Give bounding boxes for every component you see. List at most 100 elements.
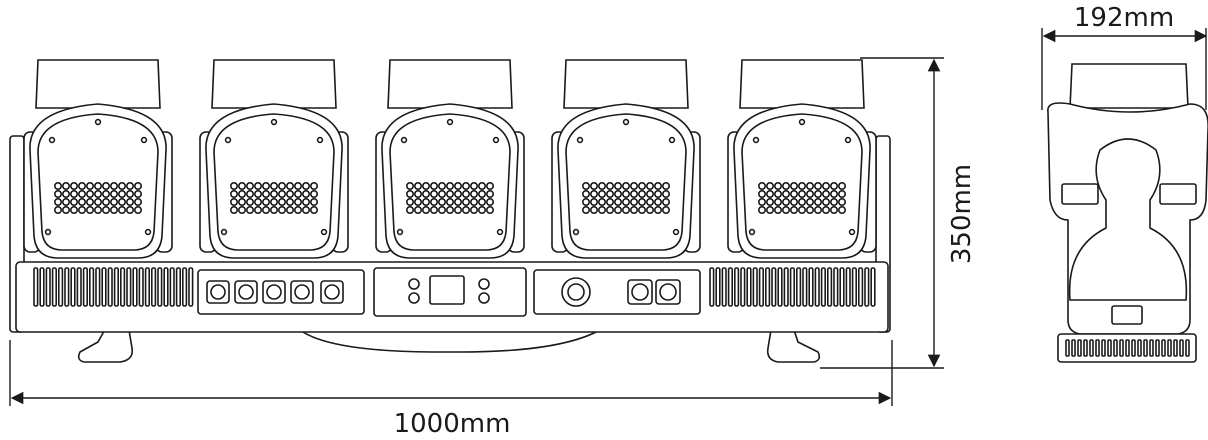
led-lens (61, 182, 70, 191)
led-lens (597, 190, 606, 199)
led-lens (94, 206, 103, 215)
heatsink-fin (851, 267, 857, 307)
heatsink-fin (182, 267, 188, 307)
led-lens (437, 190, 446, 199)
led-lens (789, 198, 798, 207)
led-lens (797, 182, 806, 191)
side-base-fin (1161, 339, 1166, 357)
led-lens (301, 198, 310, 207)
led-lens (461, 182, 470, 191)
led-lens (805, 206, 814, 215)
heatsink-fin (82, 267, 88, 307)
led-lens (134, 190, 143, 199)
down-button (478, 292, 490, 304)
led-lens (469, 206, 478, 215)
led-lens (613, 198, 622, 207)
led-lens (61, 190, 70, 199)
led-lens (589, 190, 598, 199)
led-lens (621, 190, 630, 199)
led-lens (789, 206, 798, 215)
screw (320, 228, 328, 236)
head-top-housing (563, 59, 689, 109)
heatsink-fin (740, 267, 746, 307)
head-top-housing (739, 59, 865, 109)
led-lens (437, 182, 446, 191)
led-lens (134, 198, 143, 207)
heatsink-fin (101, 267, 107, 307)
led-lens (597, 182, 606, 191)
heatsink-fin (144, 267, 151, 307)
depth-label: 192mm (1074, 3, 1174, 33)
led-lens (469, 182, 478, 191)
led-lens (126, 198, 135, 207)
led-lens (421, 190, 430, 199)
heatsink-fin (175, 267, 182, 307)
screw (94, 118, 102, 126)
screw (622, 118, 630, 126)
screw (844, 136, 852, 144)
side-base-fin (1155, 339, 1160, 357)
led-lens (53, 190, 62, 199)
led-lens (797, 190, 806, 199)
screw (848, 228, 856, 236)
moving-head (551, 59, 701, 259)
led-lens (413, 206, 422, 215)
led-lens (261, 198, 270, 207)
led-lens (261, 182, 270, 191)
led-lens (301, 182, 310, 191)
led-lens (269, 190, 278, 199)
led-lens (293, 182, 302, 191)
heatsink-fin (752, 267, 758, 307)
led-lens (637, 182, 646, 191)
screw (672, 228, 680, 236)
led-lens (581, 198, 590, 207)
led-lens (589, 206, 598, 215)
heatsink-fin (163, 267, 169, 307)
heatsink-fin (783, 267, 789, 307)
led-lens (661, 182, 670, 191)
led-lens (453, 206, 462, 215)
heatsink-fin (76, 267, 82, 307)
led-lens (837, 190, 846, 199)
side-base-fin (1143, 339, 1148, 357)
led-lens (429, 182, 438, 191)
screw (396, 228, 404, 236)
led-lens (277, 206, 286, 215)
led-lens (605, 198, 614, 207)
heatsink-fin (758, 267, 764, 307)
led-lens (94, 198, 103, 207)
side-vent-right (1159, 183, 1197, 205)
led-lens (829, 206, 838, 215)
heatsink-fin (64, 267, 70, 307)
led-lens (61, 206, 70, 215)
led-lens (765, 182, 774, 191)
width-label: 1000mm (394, 409, 511, 439)
led-lens (581, 206, 590, 215)
led-lens (597, 198, 606, 207)
left-foot (77, 323, 134, 363)
led-lens (94, 182, 103, 191)
led-lens (78, 198, 87, 207)
led-lens (413, 182, 422, 191)
led-lens (773, 206, 782, 215)
led-lens (781, 190, 790, 199)
up-button (478, 278, 490, 290)
led-lens (821, 198, 830, 207)
led-lens (405, 206, 414, 215)
side-base-fin (1065, 339, 1070, 357)
led-lens (781, 206, 790, 215)
led-lens (837, 198, 846, 207)
side-base-fin (1125, 339, 1130, 357)
height-label: 350mm (947, 164, 977, 264)
head-top-housing (211, 59, 337, 109)
led-lens (613, 190, 622, 199)
led-lens (78, 190, 87, 199)
led-lens (581, 190, 590, 199)
heatsink-fin (126, 267, 132, 307)
led-lens (405, 190, 414, 199)
side-base-fin (1095, 339, 1100, 357)
led-lens (437, 198, 446, 207)
led-lens (757, 206, 766, 215)
led-lens (246, 206, 255, 215)
side-vent-left (1061, 183, 1099, 205)
